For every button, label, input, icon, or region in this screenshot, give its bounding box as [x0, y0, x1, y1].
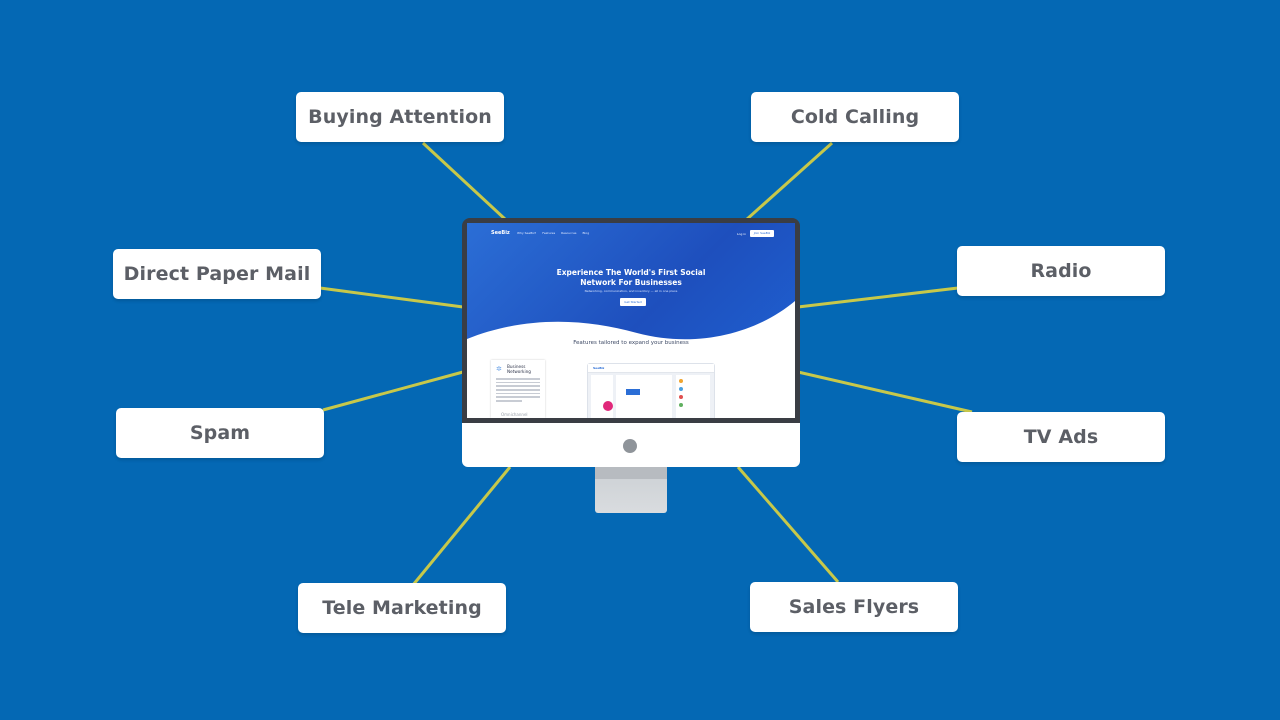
login-link: Log in — [737, 232, 747, 236]
connector-tv-ads — [797, 370, 973, 414]
nav-item: Blog — [582, 231, 590, 235]
label-text: TV Ads — [1023, 426, 1099, 448]
label-text: Tele Marketing — [322, 597, 482, 619]
nav-item: Why SeeBiz? — [517, 231, 537, 235]
mockup-feed — [616, 375, 672, 418]
mockup-right-panel — [676, 375, 710, 418]
hero-button: Get Started — [620, 298, 646, 306]
hero-wave — [467, 301, 795, 353]
connector-sales-flyers — [736, 466, 840, 583]
feature-card-2-title: Omnichannel — [501, 412, 528, 417]
nav-items: Why SeeBiz? Features Resources Blog — [517, 231, 589, 235]
nav-item: Features — [542, 231, 556, 235]
mockup-avatar — [603, 401, 613, 411]
connector-direct-paper-mail — [319, 286, 464, 309]
nav-item: Resources — [561, 231, 577, 235]
label-text: Buying Attention — [308, 106, 492, 128]
connector-cold-calling — [744, 141, 834, 222]
desktop-monitor: SeeBiz Why SeeBiz? Features Resources Bl… — [462, 218, 800, 516]
label-sales-flyers: Sales Flyers — [750, 582, 958, 632]
label-text: Spam — [189, 422, 251, 444]
feature-card-title: Business Networking — [507, 364, 531, 374]
mockup-dot — [679, 403, 683, 407]
monitor-chin — [462, 423, 800, 467]
mockup-dot — [679, 387, 683, 391]
label-radio: Radio — [957, 246, 1165, 296]
signup-button: Join SeeBiz — [750, 230, 774, 237]
mockup-sidebar — [591, 375, 613, 418]
label-tele-marketing: Tele Marketing — [298, 583, 506, 633]
mockup-logo: SeeBiz — [593, 366, 605, 370]
monitor-stand — [595, 467, 667, 513]
label-text: Cold Calling — [790, 106, 920, 128]
hero-subtitle: Networking, communication, and inventory… — [584, 289, 678, 293]
label-cold-calling: Cold Calling — [751, 92, 959, 142]
site-logo: SeeBiz — [491, 230, 510, 236]
mockup-topbar: SeeBiz — [588, 364, 714, 373]
feature-card-text — [496, 378, 540, 404]
label-text: Direct Paper Mail — [123, 263, 311, 285]
monitor-bezel: SeeBiz Why SeeBiz? Features Resources Bl… — [462, 218, 800, 423]
mockup-dot — [679, 395, 683, 399]
power-button-icon — [623, 439, 637, 453]
connector-radio — [797, 286, 959, 309]
label-text: Sales Flyers — [788, 596, 920, 618]
mockup-image — [626, 389, 640, 395]
label-spam: Spam — [116, 408, 324, 458]
connector-tele-marketing — [411, 466, 512, 586]
connector-buying-attention — [421, 141, 508, 222]
features-title: Features tailored to expand your busines… — [573, 340, 689, 346]
label-text: Radio — [1030, 260, 1092, 282]
label-tv-ads: TV Ads — [957, 412, 1165, 462]
mockup-dot — [679, 379, 683, 383]
app-mockup: SeeBiz — [587, 363, 715, 418]
connector-spam — [322, 370, 464, 412]
label-direct-paper-mail: Direct Paper Mail — [113, 249, 321, 299]
monitor-screen: SeeBiz Why SeeBiz? Features Resources Bl… — [467, 223, 795, 418]
site-nav: SeeBiz Why SeeBiz? Features Resources Bl… — [467, 227, 795, 239]
hero-title: Experience The World's First Social Netw… — [556, 268, 706, 287]
network-icon: ✲ — [496, 365, 502, 373]
label-buying-attention: Buying Attention — [296, 92, 504, 142]
feature-card: ✲ Business Networking — [491, 360, 545, 418]
